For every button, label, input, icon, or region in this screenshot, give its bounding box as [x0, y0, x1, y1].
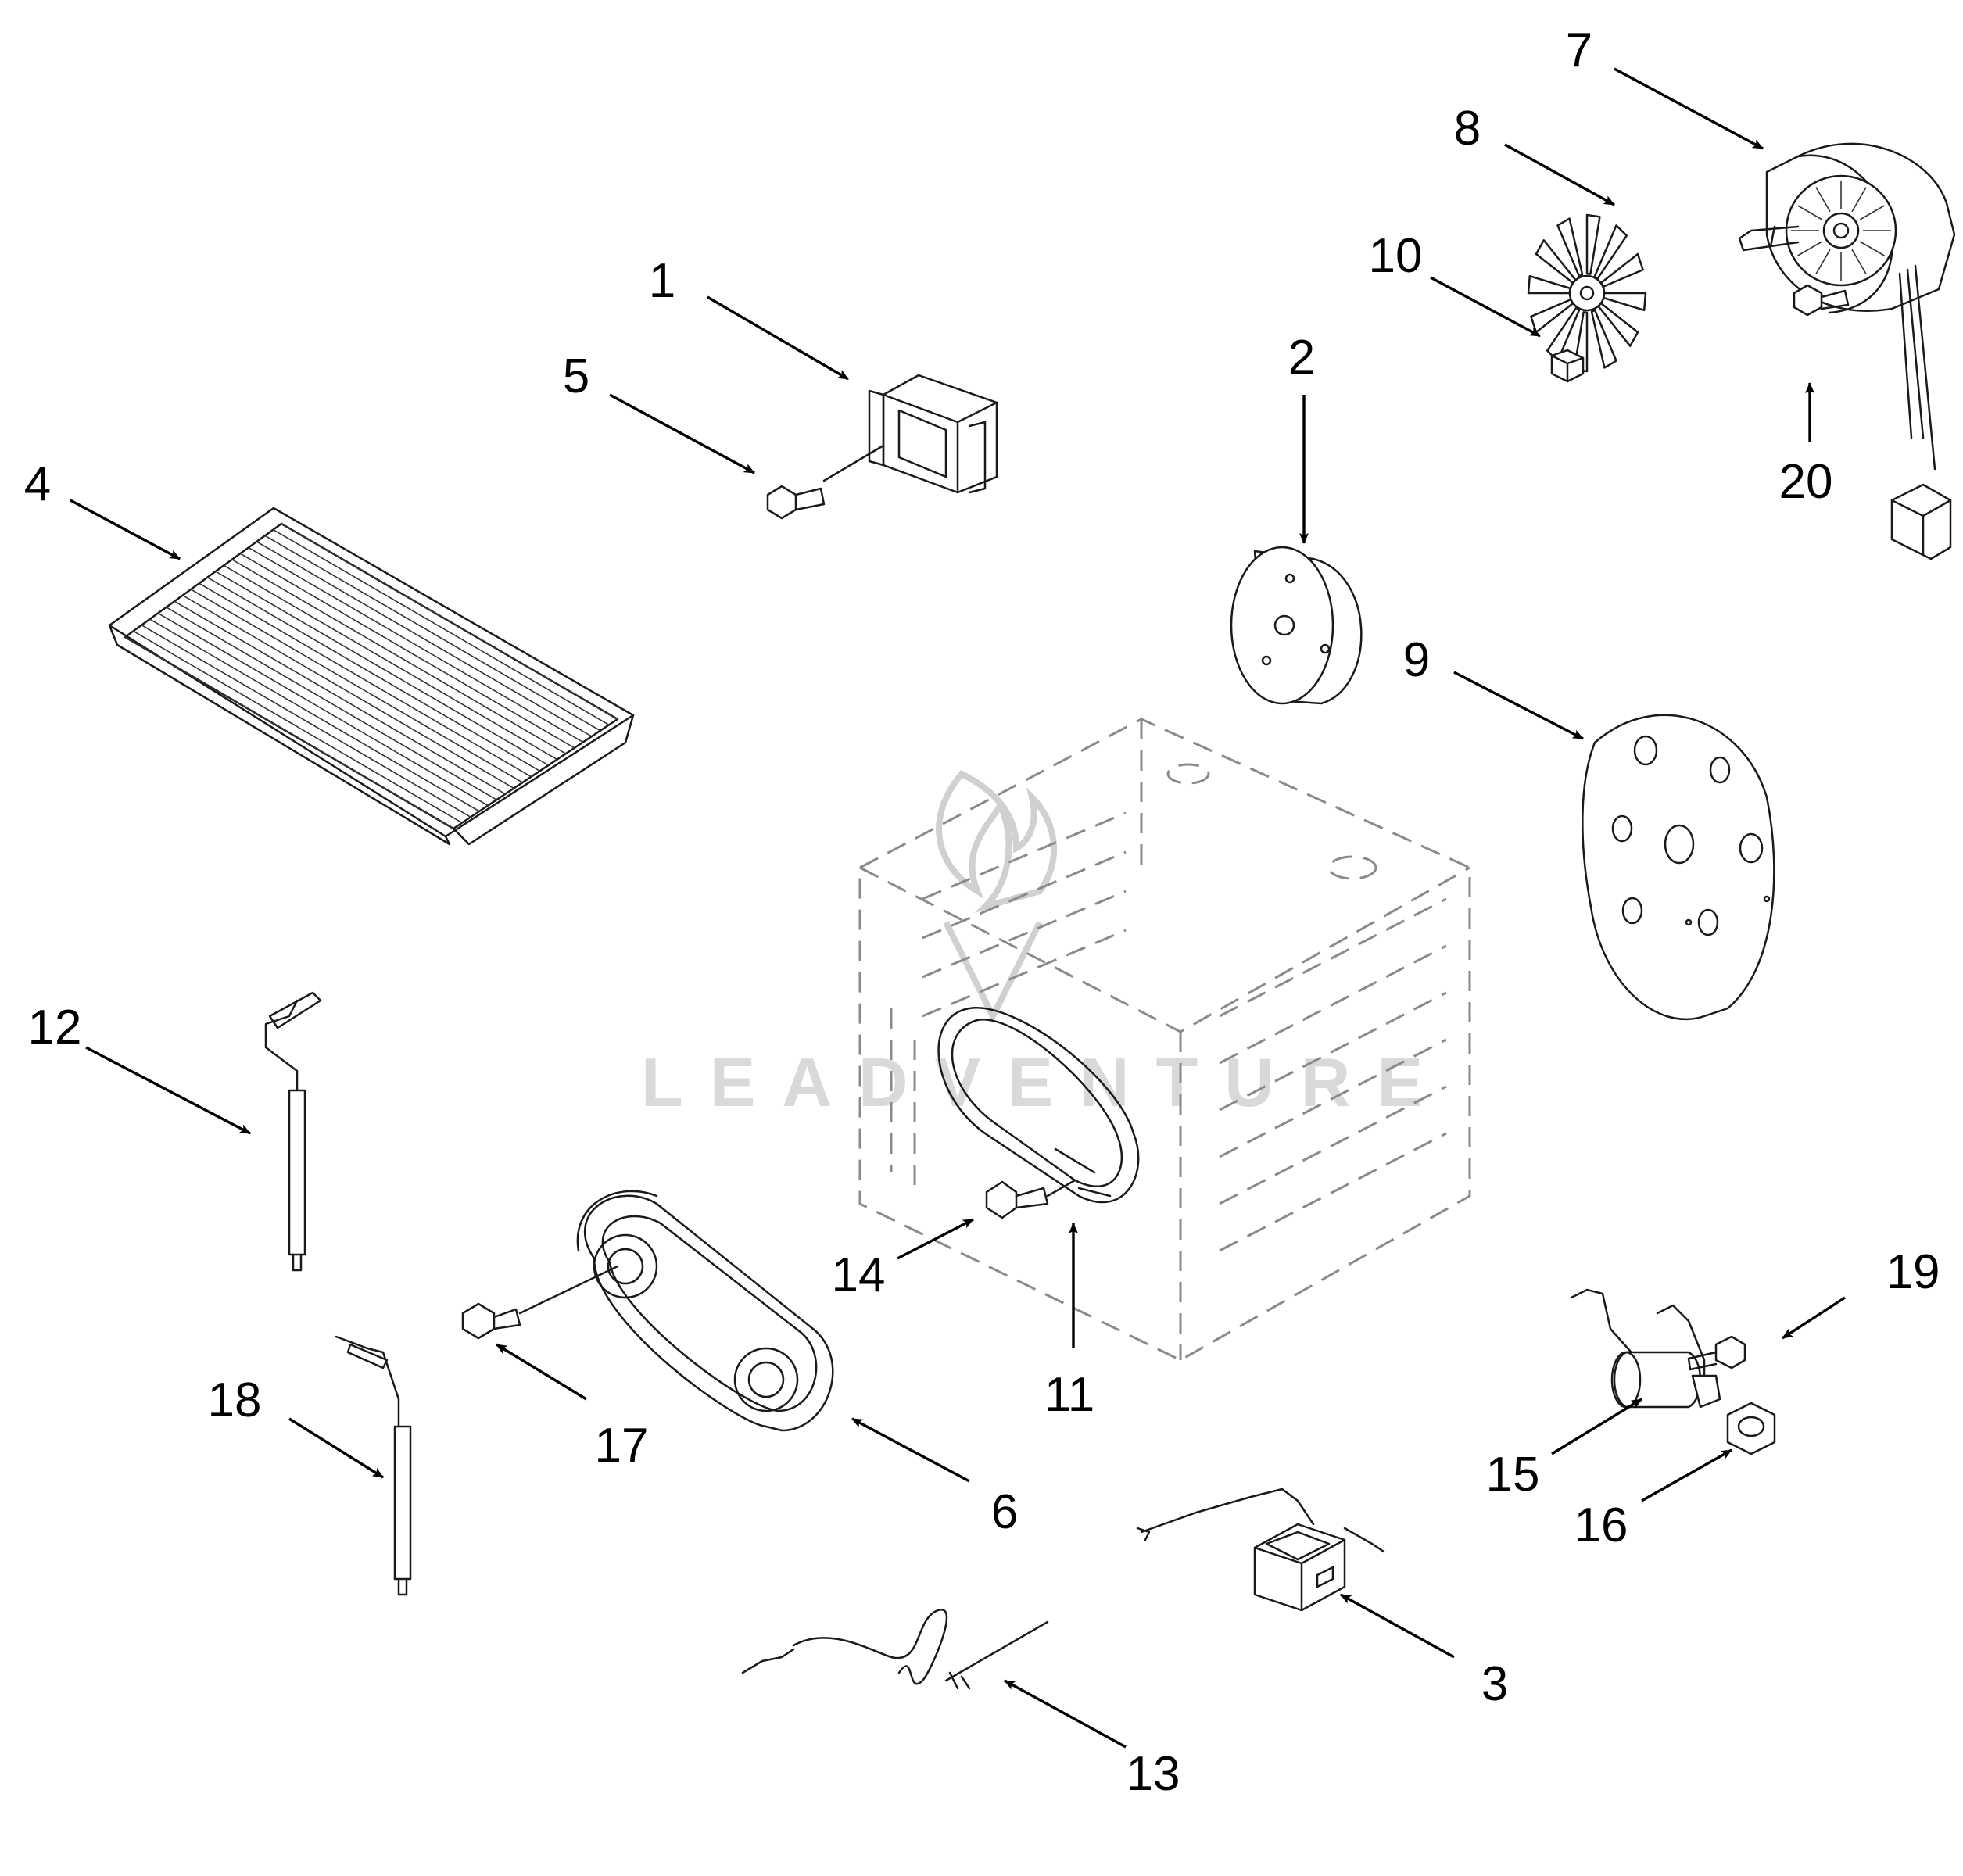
leader-arrows: [70, 67, 1846, 1749]
fan-blade: [1601, 292, 1647, 312]
callout-12: 12: [28, 1001, 82, 1054]
rack-bar: [248, 546, 584, 743]
callout-16: 16: [1574, 1498, 1628, 1552]
callout-14: 14: [832, 1248, 886, 1302]
probe-18-part: [335, 1335, 412, 1596]
motor-rib: [1815, 249, 1831, 274]
cover-plate-part: [576, 1190, 834, 1432]
fan-blade: [1527, 274, 1573, 295]
fan-blade: [1556, 217, 1584, 277]
rack-bar: [149, 618, 480, 812]
callout-18: 18: [208, 1373, 262, 1427]
screw-17-part: [461, 1265, 619, 1340]
callout-20: 20: [1779, 455, 1833, 509]
screw-14-part: [985, 1179, 1076, 1219]
motor-rib: [1797, 205, 1823, 220]
rack-bar: [206, 576, 540, 772]
rack-bar: [133, 630, 463, 824]
nut-10-part: [1550, 349, 1585, 383]
motor-rib: [1859, 241, 1885, 256]
callout-2: 2: [1288, 331, 1315, 385]
callout-5: 5: [563, 349, 589, 403]
rack-bar: [215, 571, 549, 766]
rack-bar: [239, 553, 575, 749]
screw-20-part: [1793, 284, 1850, 317]
oven-cavity: [858, 718, 1471, 1362]
meat-probe-part: [741, 1609, 1049, 1690]
callout-17: 17: [595, 1419, 649, 1473]
sensor-part: [1136, 1488, 1385, 1612]
callout-labels: 1 2 3 4 5 6 7 8 9 10 11 12 13 14 15 16 1…: [24, 23, 1940, 1801]
motor-rib: [1859, 205, 1885, 220]
rack-bar: [174, 600, 506, 795]
fan-blade: [1585, 213, 1601, 275]
bracket-box-part: [868, 374, 998, 494]
screw-5-part: [766, 444, 885, 520]
motor-rib: [1797, 241, 1823, 256]
callout-11: 11: [1044, 1368, 1094, 1422]
disc-part: [1230, 546, 1363, 705]
callout-1: 1: [649, 254, 675, 308]
motor-rib: [1851, 249, 1867, 274]
nut-16-part: [1726, 1402, 1776, 1455]
rack-bar: [141, 625, 471, 818]
callout-19: 19: [1886, 1245, 1940, 1299]
callout-15: 15: [1486, 1448, 1540, 1502]
motor-rib: [1851, 187, 1867, 213]
rack-bar: [231, 559, 567, 754]
rack-bar: [273, 528, 610, 726]
rack-bar: [166, 607, 497, 800]
bake-element-part: [937, 1007, 1140, 1204]
callout-13: 13: [1127, 1747, 1180, 1801]
screw-19-part: [1687, 1335, 1746, 1371]
callout-7: 7: [1566, 23, 1592, 77]
rack-bar: [124, 636, 454, 829]
callout-8: 8: [1454, 102, 1481, 156]
rack-bar: [157, 612, 489, 807]
rack-bar: [223, 564, 558, 761]
gasket-plate-part: [1582, 714, 1775, 1021]
callout-9: 9: [1403, 633, 1430, 687]
callout-10: 10: [1369, 229, 1423, 283]
watermark: LEADVENTURE: [641, 770, 1449, 1121]
oven-rack-part: [108, 507, 635, 846]
rack-bar: [182, 594, 514, 789]
rack-bar: [281, 523, 618, 720]
callout-3: 3: [1481, 1657, 1508, 1711]
probe-12-part: [264, 991, 322, 1272]
fan-blade: [1590, 309, 1617, 369]
callout-6: 6: [991, 1485, 1018, 1539]
watermark-text: LEADVENTURE: [641, 1044, 1449, 1121]
fan-blade-part: [1527, 213, 1647, 373]
rack-bar: [190, 589, 523, 783]
motor-rib: [1815, 187, 1831, 213]
valve-part: [1570, 1288, 1721, 1409]
rack-bar: [256, 541, 593, 737]
callout-4: 4: [24, 457, 51, 511]
rack-bar: [264, 535, 601, 732]
rack-bar: [199, 582, 532, 778]
convection-motor-part: [1738, 142, 1956, 560]
